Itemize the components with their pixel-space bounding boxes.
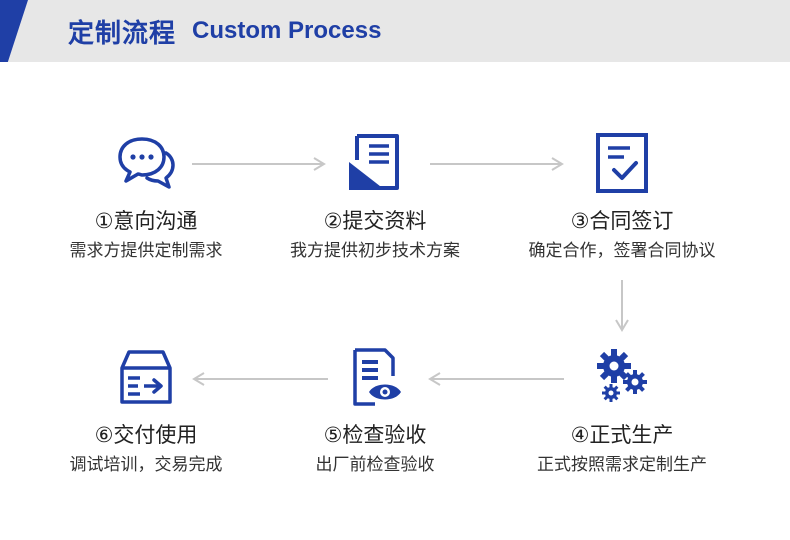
step-4-title: ④正式生产 [570,423,674,447]
step-5-title: ⑤检查验收 [323,423,427,447]
header-accent-stripe [0,0,28,62]
gears-icon [592,346,652,408]
step-2-description: 我方提供初步技术方案 [290,241,460,261]
page-title: 定制流程 Custom Process [68,12,381,50]
arrow-right-1-to-2 [192,157,326,171]
arrow-left-4-to-5 [428,372,564,386]
step-1-title: ①意向沟通 [94,209,198,233]
step-1-description: 需求方提供定制需求 [69,241,223,261]
step-3-contract-signing: ③合同签订 确定合作，签署合同协议 [502,132,742,272]
step-2-submit-materials: ②提交资料 我方提供初步技术方案 [255,132,495,272]
step-6-description: 调试培训，交易完成 [69,455,223,475]
chat-bubbles-icon [116,132,176,194]
document-eye-icon [345,346,405,408]
arrow-down-3-to-4 [615,280,629,332]
step-4-formal-production: ④正式生产 正式按照需求定制生产 [502,346,742,486]
step-2-title: ②提交资料 [323,209,427,233]
step-5-description: 出厂前检查验收 [315,455,435,475]
step-6-delivery-use: ⑥交付使用 调试培训，交易完成 [26,346,266,486]
step-1-intent-communication: ①意向沟通 需求方提供定制需求 [26,132,266,272]
step-6-title: ⑥交付使用 [94,423,198,447]
step-3-title: ③合同签订 [570,209,674,233]
contract-check-icon [592,132,652,194]
arrow-right-2-to-3 [430,157,564,171]
document-icon [345,132,405,194]
arrow-left-5-to-6 [192,372,328,386]
header-bar: 定制流程 Custom Process [0,0,790,62]
page-title-chinese: 定制流程 [68,18,177,49]
delivery-box-icon [116,346,176,408]
step-5-inspection-acceptance: ⑤检查验收 出厂前检查验收 [255,346,495,486]
step-3-description: 确定合作，签署合同协议 [528,241,716,261]
page-title-english: Custom Process [192,17,382,44]
step-4-description: 正式按照需求定制生产 [537,455,707,475]
